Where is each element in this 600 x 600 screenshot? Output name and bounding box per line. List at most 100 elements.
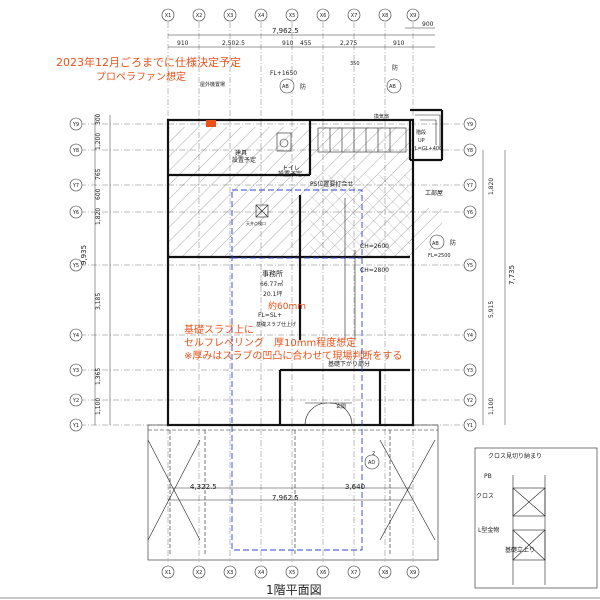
grid-tag-circle bbox=[69, 143, 83, 157]
label-kogu: 工部屋 bbox=[425, 189, 443, 197]
label-bou-2: 防 bbox=[392, 64, 398, 72]
grid-tag-label: X1 bbox=[165, 570, 172, 576]
drawing-title: 1階平面図 bbox=[266, 582, 322, 597]
grid-tag-circle bbox=[347, 565, 361, 579]
label-cross: クロス bbox=[476, 493, 494, 500]
grid-tag-circle bbox=[161, 565, 175, 579]
label-up: UP bbox=[418, 138, 425, 144]
bottom-dim-2: 3,640 bbox=[345, 483, 365, 491]
column-tag-bottom: X7 bbox=[347, 565, 361, 579]
grid-tag-label: Y8 bbox=[466, 148, 473, 154]
grid-tag-label: X4 bbox=[258, 570, 265, 576]
grid-tag-label: X5 bbox=[289, 570, 296, 576]
column-tag-bottom: X8 bbox=[378, 565, 392, 579]
column-tag-bottom: X9 bbox=[406, 565, 420, 579]
grid-tag-circle bbox=[254, 565, 268, 579]
grid-tag-circle bbox=[463, 258, 477, 272]
grid-tag-label: X1 bbox=[165, 13, 172, 19]
top-dim-4: 455 bbox=[300, 40, 312, 47]
right-dim-3: 1,100 bbox=[488, 398, 495, 415]
grid-tag-label: Y5 bbox=[72, 263, 79, 269]
grid-tag-circle bbox=[69, 258, 83, 272]
grid-tag-label: X3 bbox=[227, 570, 234, 576]
grid-tag-circle bbox=[285, 565, 299, 579]
row-tag-left: Y6 bbox=[69, 205, 83, 219]
grid-tag-label: X7 bbox=[351, 13, 358, 19]
grid-tag-circle bbox=[69, 393, 83, 407]
grid-tag-circle bbox=[378, 565, 392, 579]
grid-tag-circle bbox=[463, 205, 477, 219]
column-tag-top: X6 bbox=[316, 8, 330, 22]
label-fl1650: FL+1650 bbox=[270, 70, 297, 77]
column-tag-bottom: X1 bbox=[161, 565, 175, 579]
grid-tag-label: Y3 bbox=[72, 368, 79, 374]
grid-tag-circle bbox=[463, 143, 477, 157]
label-pb: PB bbox=[484, 473, 492, 480]
label-ch2800: CH=2800 bbox=[360, 267, 389, 274]
annotation-fan: プロペラファン想定 bbox=[96, 70, 186, 83]
grid-tag-label: X7 bbox=[351, 570, 358, 576]
grid-tag-label: X5 bbox=[289, 13, 296, 19]
left-dim-3: 765 bbox=[95, 168, 102, 180]
grid-tag-label: X4 bbox=[258, 13, 265, 19]
label-cross-title: クロス見切り納まり bbox=[488, 452, 542, 460]
label-350: 350 bbox=[350, 61, 360, 67]
label-zaigu2: 設置予定 bbox=[232, 156, 256, 164]
grid-tag-circle bbox=[192, 8, 206, 22]
label-kaidan: 階段 bbox=[416, 129, 426, 136]
grid-tag-label: X2 bbox=[196, 570, 203, 576]
grid-tag-circle bbox=[69, 328, 83, 342]
label-fl2500: FL=2500 bbox=[428, 253, 451, 259]
grid-tag-label: Y7 bbox=[466, 183, 473, 189]
grid-tag-label: Y8 bbox=[72, 148, 79, 154]
bottom-dim-1: 4,322.5 bbox=[190, 483, 217, 491]
row-tag-left: Y8 bbox=[69, 143, 83, 157]
grid-tag-label: Y1 bbox=[72, 423, 79, 429]
grid-tag-circle bbox=[463, 328, 477, 342]
orange-annotations: 2023年12月ごろまでに仕様決定予定 プロペラファン想定 約60mm 基礎スラ… bbox=[56, 55, 402, 362]
exterior-area bbox=[147, 424, 439, 561]
label-kiso-up: 基礎スラブ仕上げ bbox=[256, 321, 296, 328]
column-tag-top: X9 bbox=[406, 8, 420, 22]
bottom-total-dim: 7,962.5 bbox=[272, 494, 299, 502]
grid-tag-circle bbox=[463, 178, 477, 192]
label-kansen: 換気扇 bbox=[374, 113, 389, 120]
grid-tag-circle bbox=[69, 117, 83, 131]
label-ad: AD bbox=[368, 460, 375, 466]
staircase bbox=[317, 114, 441, 153]
column-grid-lines bbox=[167, 22, 414, 562]
label-kiso-down: 基礎下がり部分 bbox=[328, 360, 370, 368]
left-dim-7: 1,365 bbox=[95, 368, 102, 385]
fan-marker bbox=[206, 120, 216, 127]
annotation-line1: 基礎スラブ上に bbox=[184, 323, 254, 336]
grid-tag-label: X6 bbox=[320, 13, 327, 19]
column-tag-top: X4 bbox=[254, 8, 268, 22]
column-tag-top: X7 bbox=[347, 8, 361, 22]
row-tag-right: Y8 bbox=[463, 143, 477, 157]
label-genkan: 玄関 bbox=[336, 403, 346, 410]
label-ps: PS位置要打合せ bbox=[310, 180, 353, 188]
section-markers bbox=[279, 78, 445, 470]
column-tag-top: X3 bbox=[223, 8, 237, 22]
cross-section-detail bbox=[474, 447, 598, 589]
row-tag-right: Y3 bbox=[463, 363, 477, 377]
grid-tag-circle bbox=[254, 8, 268, 22]
label-kiso-tate: 基礎立上り bbox=[505, 546, 535, 554]
label-inspect: 天井点検口 bbox=[246, 220, 266, 226]
grid-tag-circle bbox=[463, 117, 477, 131]
grid-tag-circle bbox=[347, 8, 361, 22]
row-tag-left: Y9 bbox=[69, 117, 83, 131]
grid-tag-label: X8 bbox=[382, 570, 389, 576]
row-tag-right: Y1 bbox=[463, 418, 477, 432]
grid-tag-label: X3 bbox=[227, 13, 234, 19]
row-tag-right: Y2 bbox=[463, 393, 477, 407]
row-tag-left: Y3 bbox=[69, 363, 83, 377]
grid-tag-label: X8 bbox=[382, 13, 389, 19]
grid-tag-circle bbox=[406, 8, 420, 22]
grid-tag-label: Y6 bbox=[72, 210, 79, 216]
column-tag-top: X1 bbox=[161, 8, 175, 22]
top-total-dim: 7,962.5 bbox=[272, 27, 299, 35]
grid-tag-label: Y6 bbox=[466, 210, 473, 216]
